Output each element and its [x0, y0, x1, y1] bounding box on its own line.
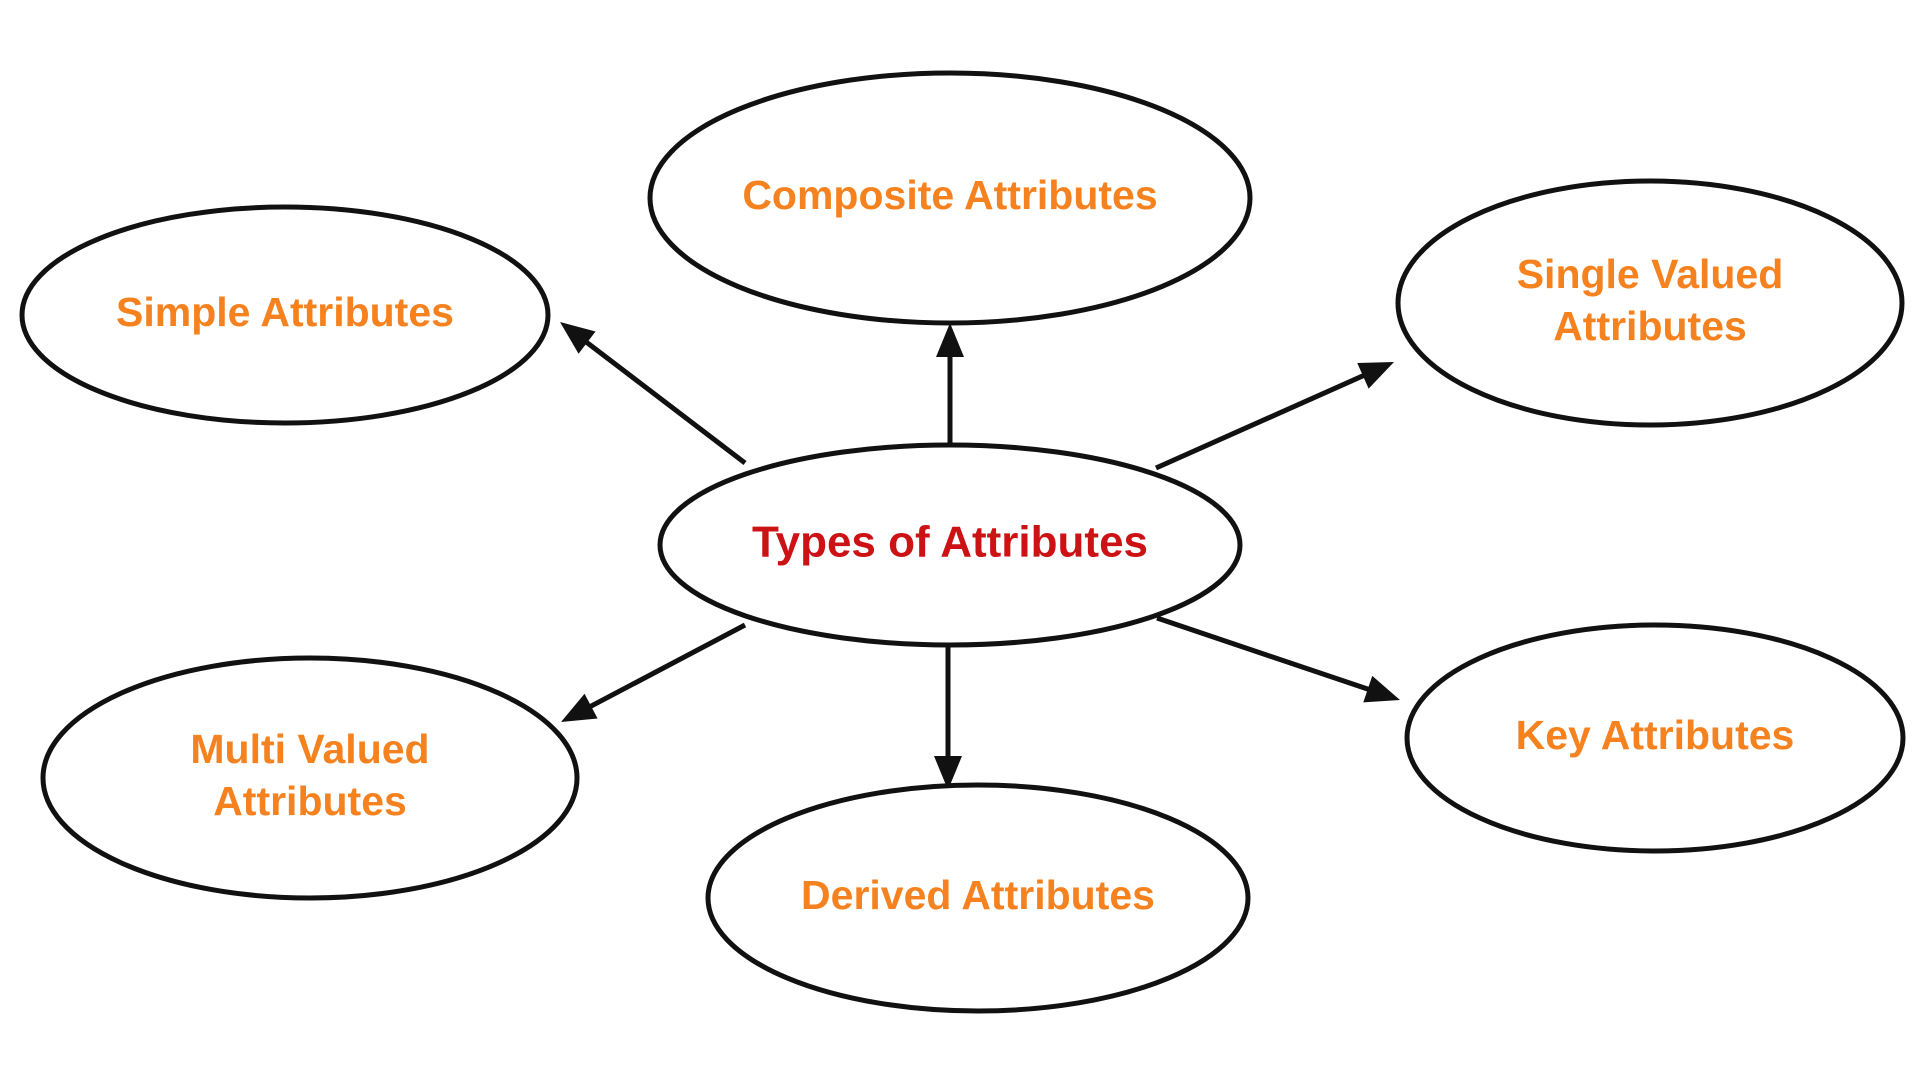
edge-to-composite-attributes [936, 323, 964, 447]
node-types-of-attributes-label: Types of Attributes [752, 518, 1148, 567]
node-simple-attributes-label: Simple Attributes [116, 289, 454, 335]
edge-to-key-attributes-shaft [1156, 615, 1378, 695]
edge-to-key-attributes-arrowhead-icon [1363, 675, 1400, 703]
edge-to-simple-attributes-shaft [577, 334, 747, 465]
edge-to-simple-attributes [560, 322, 747, 465]
node-types-of-attributes[interactable]: Types of Attributes [657, 442, 1243, 648]
edge-to-single-valued-attributes [1154, 362, 1394, 471]
node-composite-attributes[interactable]: Composite Attributes [647, 70, 1253, 326]
edge-to-multi-valued-attributes [561, 622, 747, 722]
edge-to-multi-valued-attributes-arrowhead-icon [561, 693, 598, 722]
edge-to-composite-attributes-arrowhead-icon [936, 323, 964, 357]
node-derived-attributes[interactable]: Derived Attributes [705, 782, 1251, 1014]
edge-to-multi-valued-attributes-shaft [581, 622, 747, 713]
edges-layer [560, 322, 1400, 790]
edge-to-derived-attributes-arrowhead-icon [934, 756, 962, 790]
node-key-attributes[interactable]: Key Attributes [1404, 622, 1906, 854]
node-multi-valued-attributes-ellipse[interactable] [40, 655, 580, 901]
edge-to-single-valued-attributes-arrowhead-icon [1357, 362, 1394, 389]
node-multi-valued-attributes-label: Multi Valued [190, 726, 429, 772]
edge-to-key-attributes [1156, 615, 1400, 703]
node-simple-attributes[interactable]: Simple Attributes [19, 204, 551, 426]
node-derived-attributes-ellipse[interactable] [705, 782, 1251, 1014]
node-multi-valued-attributes-label: Attributes [213, 778, 407, 824]
node-single-valued-attributes-label: Attributes [1553, 303, 1747, 349]
node-single-valued-attributes-label: Single Valued [1517, 251, 1784, 297]
edge-to-simple-attributes-arrowhead-icon [560, 322, 596, 354]
node-simple-attributes-ellipse[interactable] [19, 204, 551, 426]
node-key-attributes-label: Key Attributes [1516, 712, 1795, 758]
node-derived-attributes-label: Derived Attributes [801, 872, 1155, 918]
node-composite-attributes-ellipse[interactable] [647, 70, 1253, 326]
node-composite-attributes-label: Composite Attributes [742, 172, 1157, 218]
node-key-attributes-ellipse[interactable] [1404, 622, 1906, 854]
edge-to-derived-attributes [934, 645, 962, 790]
node-single-valued-attributes-ellipse[interactable] [1395, 178, 1905, 428]
edge-to-single-valued-attributes-shaft [1154, 369, 1373, 471]
node-types-of-attributes-ellipse[interactable] [657, 442, 1243, 648]
